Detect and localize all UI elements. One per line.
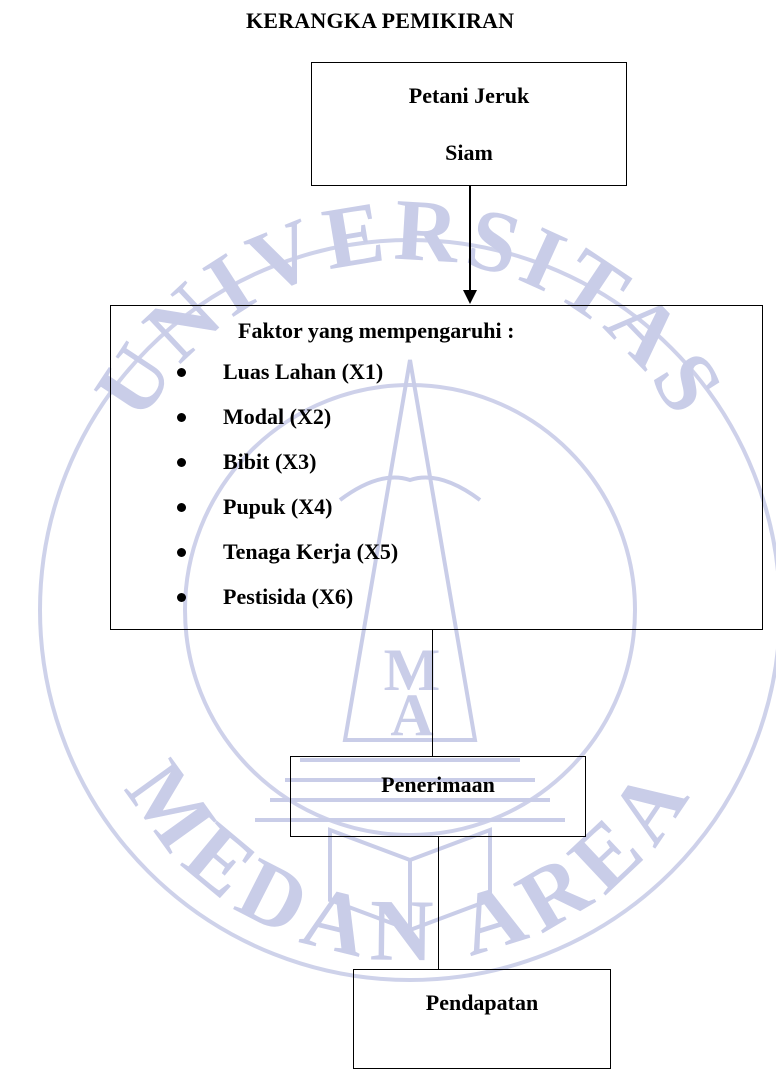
node-petani-line1: Petani Jeruk [408, 83, 530, 108]
connector-faktor-to-penerimaan [432, 630, 433, 756]
faktor-item: Pupuk (X4) [111, 495, 398, 540]
node-pendapatan: Pendapatan [353, 969, 611, 1069]
node-petani-jeruk-siam: Petani Jeruk Siam [311, 62, 627, 186]
node-petani-line2: Siam [445, 140, 493, 165]
page-title: KERANGKA PEMIKIRAN [246, 8, 515, 33]
faktor-item: Modal (X2) [111, 405, 398, 450]
arrow-petani-to-faktor-head [463, 290, 477, 304]
bullet-icon [177, 593, 186, 602]
bullet-icon [177, 368, 186, 377]
arrow-petani-to-faktor-line [469, 186, 471, 292]
node-penerimaan-label: Penerimaan [381, 772, 495, 797]
faktor-item: Bibit (X3) [111, 450, 398, 495]
connector-penerimaan-to-pendapatan [438, 837, 439, 969]
bullet-icon [177, 548, 186, 557]
faktor-item: Pestisida (X6) [111, 585, 398, 630]
faktor-item: Tenaga Kerja (X5) [111, 540, 398, 585]
bullet-icon [177, 458, 186, 467]
node-penerimaan: Penerimaan [290, 756, 586, 837]
bullet-icon [177, 413, 186, 422]
svg-text:A: A [390, 682, 433, 748]
bullet-icon [177, 503, 186, 512]
node-faktor: Faktor yang mempengaruhi : Luas Lahan (X… [110, 305, 763, 630]
faktor-item: Luas Lahan (X1) [111, 360, 398, 405]
faktor-list: Luas Lahan (X1) Modal (X2) Bibit (X3) Pu… [111, 360, 398, 630]
node-pendapatan-label: Pendapatan [425, 990, 539, 1015]
node-faktor-heading: Faktor yang mempengaruhi : [238, 318, 515, 343]
